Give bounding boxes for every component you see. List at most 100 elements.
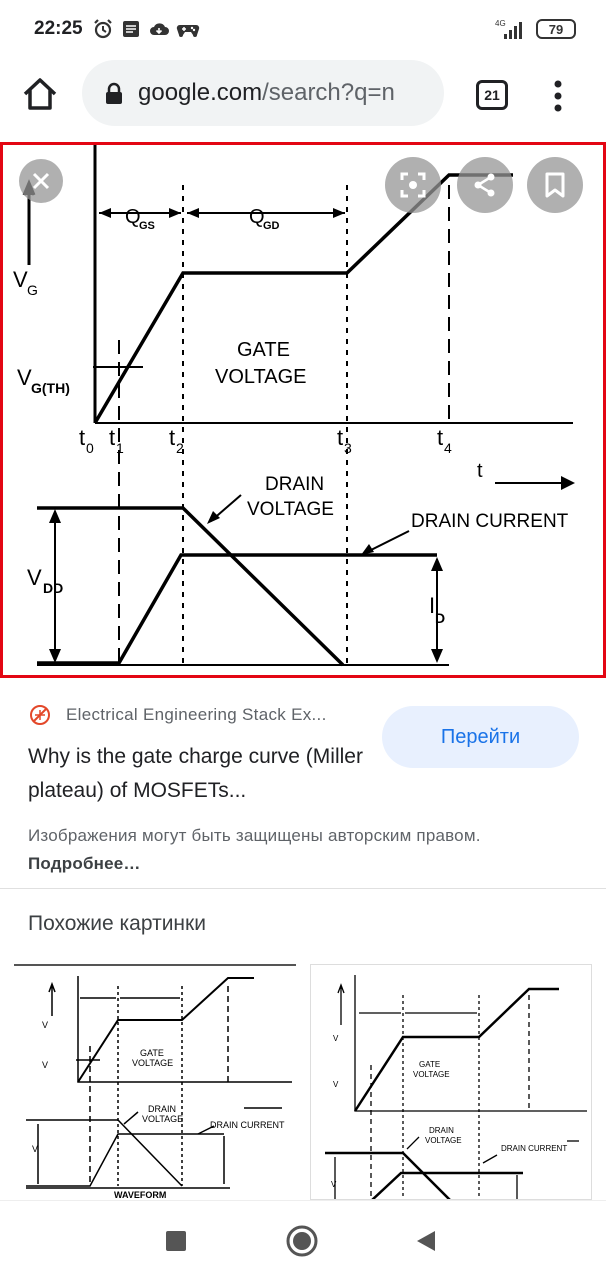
vg-sub: G: [27, 282, 38, 298]
network-label: 4G: [495, 19, 506, 28]
source-name: Electrical Engineering Stack Ex...: [66, 705, 327, 724]
thumb-1-drain1: DRAIN: [148, 1104, 176, 1114]
url-host: google.com: [138, 79, 263, 106]
t0-sub: 0: [86, 440, 94, 456]
share-icon: [474, 173, 495, 197]
document-icon: [120, 18, 142, 40]
vgth-label: V: [17, 365, 32, 390]
recents-button[interactable]: [146, 1201, 206, 1280]
drain-voltage-line2: VOLTAGE: [247, 499, 334, 520]
thumb-1-gate1: GATE: [140, 1048, 164, 1058]
drain-voltage-curve: [37, 506, 345, 667]
lens-icon: [400, 172, 426, 198]
thumb-1-gate2: VOLTAGE: [132, 1058, 173, 1068]
qgs-label: Q: [125, 206, 141, 228]
qgd-sub: GD: [263, 220, 280, 232]
thumb-1-diagram: V V GATE VOLTAGE DRAIN VOLTAGE DRAIN CUR…: [26, 976, 292, 1200]
navigation-bar: [0, 1200, 606, 1280]
gate-voltage-line2: VOLTAGE: [215, 366, 307, 388]
battery-indicator: 79: [536, 19, 576, 39]
status-right: 4G 79: [494, 18, 576, 40]
t4-sub: 4: [444, 440, 452, 456]
bookmark-icon: [545, 172, 565, 198]
similar-images-heading: Похожие картинки: [28, 912, 206, 935]
qgd-label: Q: [249, 206, 265, 228]
thumb-2-current: DRAIN CURRENT: [501, 1144, 567, 1153]
id-label: I: [429, 593, 435, 618]
url-path: /search?q=n: [262, 79, 395, 106]
share-button[interactable]: [457, 157, 513, 213]
status-bar: 22:25 4G 79: [0, 0, 606, 60]
status-icons: [92, 18, 200, 40]
t3-label: t: [337, 425, 343, 450]
t-axis-label: t: [477, 460, 483, 482]
thumb-2-vg: V: [333, 1034, 339, 1043]
similar-image-2[interactable]: V V GATE VOLTAGE DRAIN VOLTAGE DRAIN CUR…: [310, 964, 592, 1200]
address-bar[interactable]: google.com/search?q=n: [82, 60, 444, 126]
t0-label: t: [79, 425, 85, 450]
alarm-icon: [92, 18, 114, 40]
copyright-text: Изображения могут быть защищены авторски…: [28, 826, 481, 845]
t4-label: t: [437, 425, 443, 450]
goto-button[interactable]: Перейти: [382, 706, 579, 768]
thumb-1-waveform: WAVEFORM: [114, 1190, 166, 1200]
t2-sub: 2: [176, 440, 184, 456]
thumb-1-vdd: V: [32, 1144, 38, 1154]
thumb-2-drain2: VOLTAGE: [425, 1136, 462, 1145]
triangle-back-icon: [417, 1231, 435, 1251]
divider: [0, 888, 606, 889]
url-text[interactable]: google.com/search?q=n: [138, 79, 395, 107]
status-time: 22:25: [34, 18, 83, 39]
thumb-2-drain1: DRAIN: [429, 1126, 454, 1135]
thumb-2-gate1: GATE: [419, 1060, 440, 1069]
thumb-1-current: DRAIN CURRENT: [210, 1120, 285, 1130]
t1-label: t: [109, 425, 115, 450]
close-image-button[interactable]: [19, 159, 63, 203]
thumb-2-vgth: V: [333, 1080, 339, 1089]
home-nav-button[interactable]: [272, 1201, 332, 1280]
tab-switcher-button[interactable]: 21: [476, 80, 508, 110]
cloud-icon: [148, 18, 170, 40]
gate-charge-diagram: V G V G(TH) Q GS Q GD GATE VOLTAGE t 0 t…: [13, 145, 575, 667]
preview-image[interactable]: V G V G(TH) Q GS Q GD GATE VOLTAGE t 0 t…: [0, 142, 606, 678]
drain-current-curve: [37, 553, 437, 665]
lens-button[interactable]: [385, 157, 441, 213]
qgs-sub: GS: [139, 220, 155, 232]
copyright-notice: Изображения могут быть защищены авторски…: [28, 822, 568, 878]
source-row[interactable]: Electrical Engineering Stack Ex...: [28, 703, 327, 727]
drain-current-callout: [364, 530, 410, 554]
vdd-label: V: [27, 565, 42, 590]
id-sub: D: [435, 610, 445, 626]
drain-voltage-line1: DRAIN: [265, 474, 324, 495]
t2-label: t: [169, 425, 175, 450]
back-button[interactable]: [396, 1201, 456, 1280]
thumb-2-vdd: V: [331, 1180, 337, 1189]
gate-voltage-line1: GATE: [237, 339, 290, 361]
gamepad-icon: [176, 18, 200, 40]
vdd-sub: DD: [43, 580, 63, 596]
signal-icon: 4G: [495, 19, 522, 39]
circle-icon: [286, 1225, 318, 1257]
menu-button[interactable]: [548, 76, 568, 116]
site-favicon-icon: [30, 705, 50, 725]
browser-toolbar: google.com/search?q=n 21: [0, 60, 606, 140]
t3-sub: 3: [344, 440, 352, 456]
lock-icon: [106, 82, 122, 104]
more-vert-icon: [554, 80, 562, 112]
thumb-2-gate2: VOLTAGE: [413, 1070, 450, 1079]
vg-label: V: [13, 267, 28, 292]
bookmark-button[interactable]: [527, 157, 583, 213]
t1-sub: 1: [116, 440, 124, 456]
thumb-1-vg: V: [42, 1020, 48, 1030]
home-button[interactable]: [20, 74, 60, 114]
square-icon: [166, 1231, 186, 1251]
similar-image-1[interactable]: V V GATE VOLTAGE DRAIN VOLTAGE DRAIN CUR…: [14, 964, 296, 1200]
thumb-1-vgth: V: [42, 1060, 48, 1070]
thumb-1-drain2: VOLTAGE: [142, 1114, 183, 1124]
result-title[interactable]: Why is the gate charge curve (Miller pla…: [28, 745, 363, 802]
copyright-more-link[interactable]: Подробнее…: [28, 854, 141, 873]
close-icon: [32, 172, 50, 190]
home-icon: [23, 78, 57, 110]
drain-current-label: DRAIN CURRENT: [411, 511, 569, 532]
vgth-sub: G(TH): [31, 380, 70, 396]
